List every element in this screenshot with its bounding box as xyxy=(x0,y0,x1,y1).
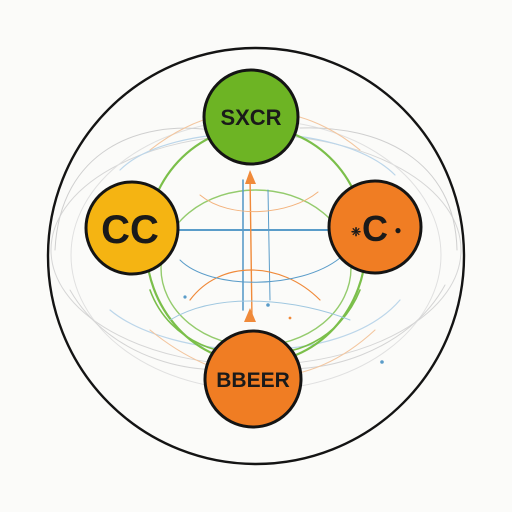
node-left-label: CC xyxy=(101,208,159,252)
dot-1 xyxy=(266,303,270,307)
dot-3 xyxy=(380,360,384,364)
tangle-curve-1 xyxy=(189,269,321,301)
node-right-prefix: ❈ xyxy=(351,225,361,239)
node-bottom-label: BBEER xyxy=(216,369,290,392)
dot-4 xyxy=(288,316,292,320)
arrow-bottom xyxy=(244,308,256,322)
node-top-circle xyxy=(202,68,300,166)
node-left: CC xyxy=(84,180,180,276)
vertical-link-blue-2 xyxy=(267,189,271,301)
node-top-label: SXCR xyxy=(220,105,281,130)
node-right-suffix: ● xyxy=(394,223,401,237)
node-bottom: BBEER xyxy=(203,329,303,429)
vertical-link-orange xyxy=(249,174,253,321)
arrow-top xyxy=(245,170,256,184)
node-right-circle xyxy=(327,179,423,275)
node-bottom-circle xyxy=(203,329,303,429)
center-links xyxy=(169,170,384,364)
outer-circle xyxy=(46,46,466,466)
node-left-circle xyxy=(84,180,180,276)
dot-2 xyxy=(183,295,187,299)
node-right: ❈ C ● xyxy=(327,179,423,275)
tangle-curve-3 xyxy=(199,191,319,212)
tangle-curve-2 xyxy=(179,257,341,283)
node-top: SXCR xyxy=(202,68,300,166)
node-right-label: C xyxy=(362,208,388,249)
tangle-curve-4 xyxy=(169,300,351,321)
